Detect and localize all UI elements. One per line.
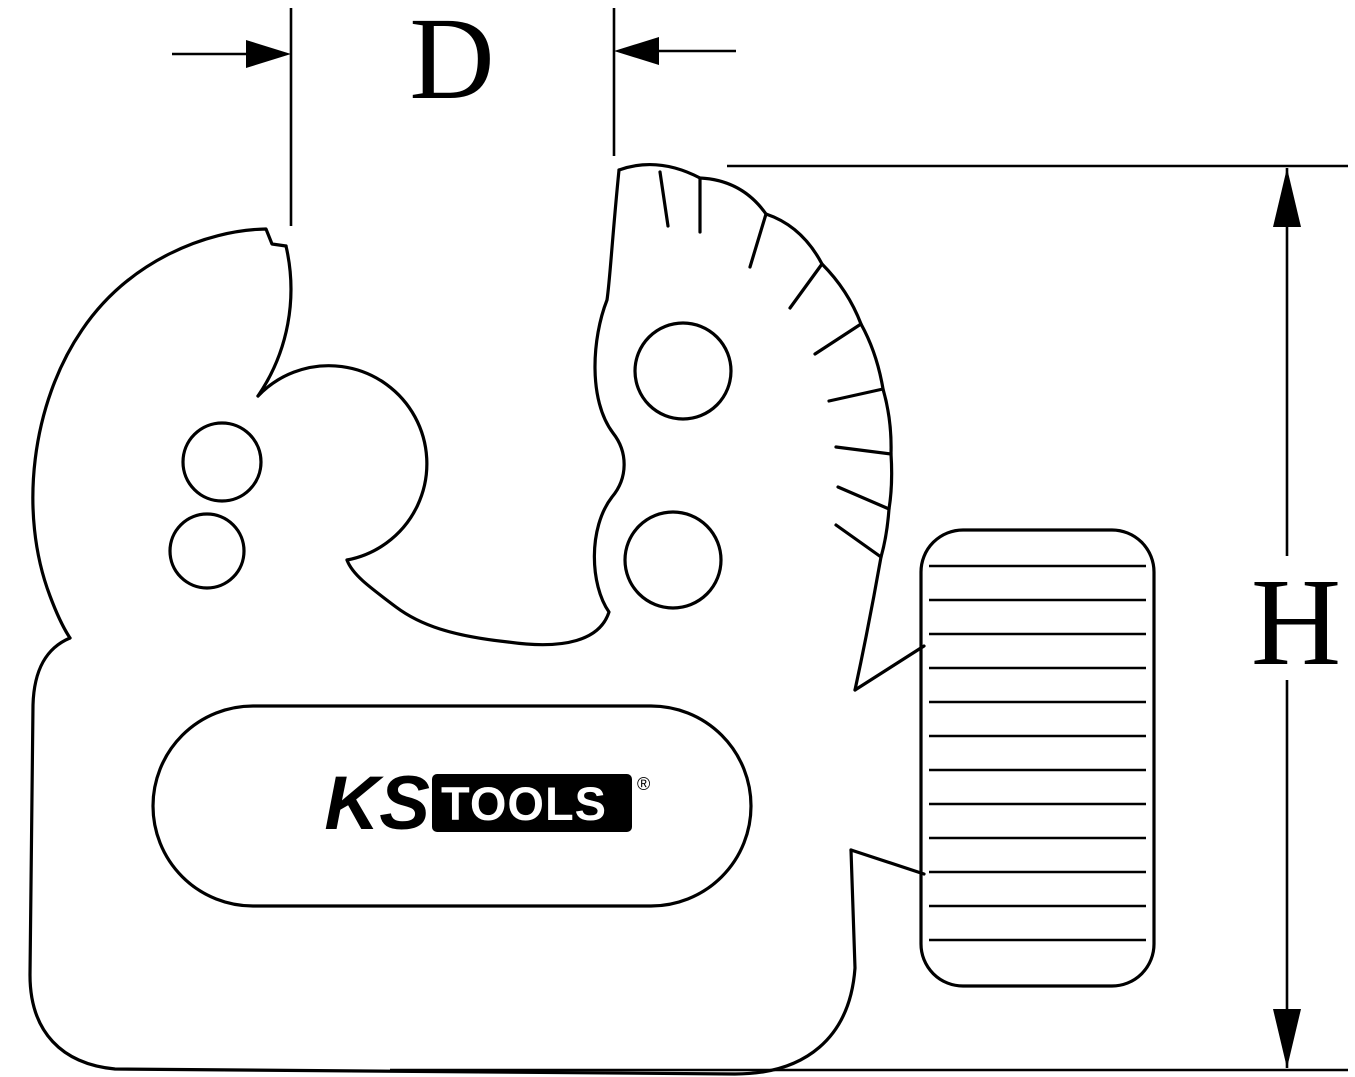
roller-pin-lower (623, 510, 723, 610)
scallop-notch (827, 387, 885, 403)
pin-hole-upper-left (181, 421, 263, 503)
brand-logo: KS TOOLS ® (151, 704, 753, 908)
scalloped-guide-edge (617, 162, 894, 692)
pin-hole-lower-left (168, 512, 246, 590)
scallop-notch (788, 262, 824, 310)
h-arrowhead-bottom (1273, 1009, 1301, 1068)
logo-tools-text: TOOLS (441, 777, 607, 830)
cutter-left-jaw-outline (31, 227, 288, 640)
scallop-notch (813, 322, 863, 356)
logo-plate (151, 704, 753, 908)
scallop-notch (748, 212, 768, 269)
body-outline (28, 636, 857, 1076)
dimension-h: H (390, 164, 1352, 1072)
adjustment-knob (919, 528, 1156, 988)
scallop-notch (834, 445, 893, 456)
d-dimension-label: D (409, 0, 494, 124)
h-arrowhead-top (1273, 168, 1301, 227)
scallop-notch (658, 170, 670, 228)
logo-ks-text: KS (324, 761, 430, 846)
knurl-lines (929, 564, 1146, 942)
d-arrowhead-left (246, 40, 291, 68)
logo-tools-box (432, 774, 632, 832)
scallop-notches (658, 170, 893, 559)
scallop-notch (836, 485, 891, 511)
cutting-wheel-arc (256, 364, 429, 562)
knob-neck-top (853, 644, 926, 692)
frame-left-edge (345, 168, 626, 647)
knob-neck-bottom (849, 848, 926, 876)
scallop-notch (834, 523, 883, 559)
dimension-d: D (172, 0, 736, 226)
cutter-jaw-right-edge (256, 244, 293, 398)
d-arrowhead-right (614, 37, 659, 65)
h-label-backdrop (1240, 556, 1352, 680)
roller-pin-upper (633, 321, 733, 421)
logo-registered-mark: ® (637, 774, 650, 794)
h-dimension-label: H (1251, 554, 1341, 692)
pipe-cutter-drawing: KS TOOLS ® (28, 162, 1156, 1076)
